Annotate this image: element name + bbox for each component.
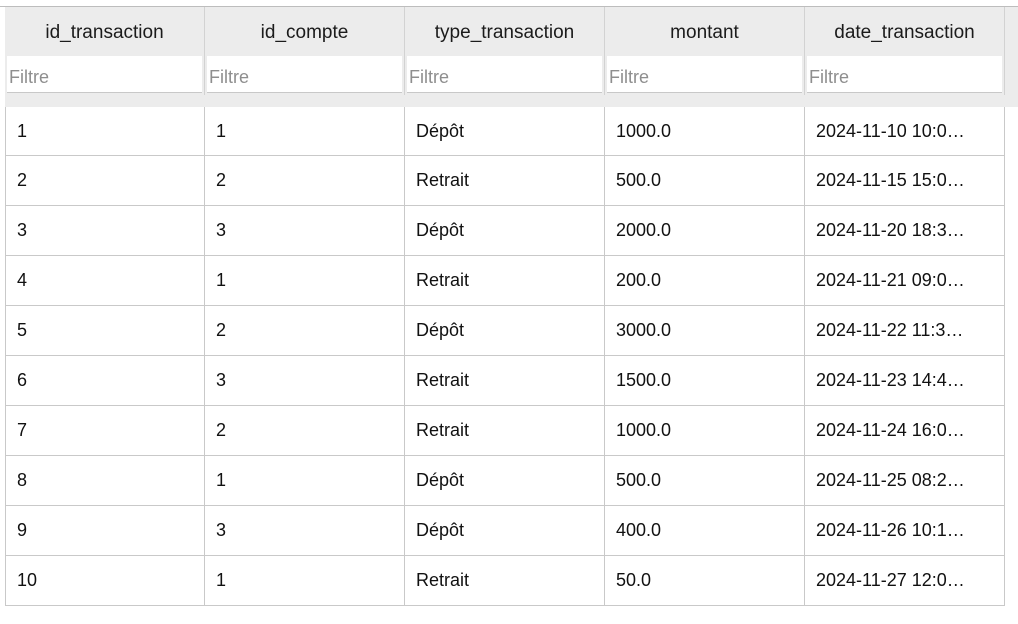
- cell-date-transaction[interactable]: 2024-11-26 10:1…: [805, 506, 1005, 555]
- cell-id-transaction[interactable]: 8: [5, 456, 205, 505]
- cell-id-transaction[interactable]: 1: [5, 107, 205, 155]
- cell-date-transaction[interactable]: 2024-11-23 14:4…: [805, 356, 1005, 405]
- cell-id-compte[interactable]: 3: [205, 356, 405, 405]
- cell-id-transaction[interactable]: 6: [5, 356, 205, 405]
- table-row[interactable]: 5 2 Dépôt 3000.0 2024-11-22 11:3…: [5, 306, 1005, 356]
- cell-montant[interactable]: 1000.0: [605, 107, 805, 155]
- top-divider: [0, 6, 1018, 7]
- table-row[interactable]: 6 3 Retrait 1500.0 2024-11-23 14:4…: [5, 356, 1005, 406]
- cell-id-transaction[interactable]: 9: [5, 506, 205, 555]
- cell-type-transaction[interactable]: Dépôt: [405, 506, 605, 555]
- cell-date-transaction[interactable]: 2024-11-15 15:0…: [805, 156, 1005, 205]
- cell-id-compte[interactable]: 1: [205, 456, 405, 505]
- column-header-date-transaction[interactable]: date_transaction: [805, 7, 1005, 95]
- column-header-montant[interactable]: montant: [605, 7, 805, 95]
- table-header: id_transaction id_compte type_transactio…: [5, 7, 1005, 95]
- cell-id-compte[interactable]: 1: [205, 556, 405, 605]
- table-row[interactable]: 4 1 Retrait 200.0 2024-11-21 09:0…: [5, 256, 1005, 306]
- column-header-id-compte[interactable]: id_compte: [205, 7, 405, 95]
- column-header-label: montant: [670, 22, 739, 43]
- table-row[interactable]: 7 2 Retrait 1000.0 2024-11-24 16:0…: [5, 406, 1005, 456]
- cell-type-transaction[interactable]: Dépôt: [405, 206, 605, 255]
- cell-id-transaction[interactable]: 5: [5, 306, 205, 355]
- table-row[interactable]: 9 3 Dépôt 400.0 2024-11-26 10:1…: [5, 506, 1005, 556]
- cell-type-transaction[interactable]: Retrait: [405, 256, 605, 305]
- cell-type-transaction[interactable]: Retrait: [405, 356, 605, 405]
- cell-id-compte[interactable]: 2: [205, 306, 405, 355]
- cell-type-transaction[interactable]: Dépôt: [405, 456, 605, 505]
- cell-type-transaction[interactable]: Retrait: [405, 406, 605, 455]
- column-header-type-transaction[interactable]: type_transaction: [405, 7, 605, 95]
- filter-input-montant[interactable]: [607, 56, 802, 93]
- table-body: 1 1 Dépôt 1000.0 2024-11-10 10:0… 2 2 Re…: [5, 107, 1005, 606]
- cell-date-transaction[interactable]: 2024-11-27 12:0…: [805, 556, 1005, 605]
- cell-montant[interactable]: 1500.0: [605, 356, 805, 405]
- cell-montant[interactable]: 400.0: [605, 506, 805, 555]
- cell-type-transaction[interactable]: Retrait: [405, 556, 605, 605]
- cell-id-transaction[interactable]: 2: [5, 156, 205, 205]
- cell-montant[interactable]: 50.0: [605, 556, 805, 605]
- cell-montant[interactable]: 1000.0: [605, 406, 805, 455]
- cell-date-transaction[interactable]: 2024-11-22 11:3…: [805, 306, 1005, 355]
- cell-id-compte[interactable]: 2: [205, 406, 405, 455]
- column-header-label: id_transaction: [45, 22, 164, 43]
- cell-id-compte[interactable]: 1: [205, 256, 405, 305]
- table-row[interactable]: 8 1 Dépôt 500.0 2024-11-25 08:2…: [5, 456, 1005, 506]
- cell-type-transaction[interactable]: Dépôt: [405, 107, 605, 155]
- cell-montant[interactable]: 500.0: [605, 456, 805, 505]
- filter-input-type-transaction[interactable]: [407, 56, 602, 93]
- cell-montant[interactable]: 500.0: [605, 156, 805, 205]
- table-row[interactable]: 2 2 Retrait 500.0 2024-11-15 15:0…: [5, 156, 1005, 206]
- cell-date-transaction[interactable]: 2024-11-25 08:2…: [805, 456, 1005, 505]
- column-header-label: date_transaction: [834, 22, 975, 43]
- cell-id-compte[interactable]: 2: [205, 156, 405, 205]
- cell-montant[interactable]: 200.0: [605, 256, 805, 305]
- cell-montant[interactable]: 2000.0: [605, 206, 805, 255]
- table-row[interactable]: 3 3 Dépôt 2000.0 2024-11-20 18:3…: [5, 206, 1005, 256]
- table-row[interactable]: 10 1 Retrait 50.0 2024-11-27 12:0…: [5, 556, 1005, 606]
- table-row[interactable]: 1 1 Dépôt 1000.0 2024-11-10 10:0…: [5, 107, 1005, 156]
- cell-date-transaction[interactable]: 2024-11-20 18:3…: [805, 206, 1005, 255]
- cell-date-transaction[interactable]: 2024-11-21 09:0…: [805, 256, 1005, 305]
- cell-date-transaction[interactable]: 2024-11-24 16:0…: [805, 406, 1005, 455]
- cell-montant[interactable]: 3000.0: [605, 306, 805, 355]
- column-header-id-transaction[interactable]: id_transaction: [5, 7, 205, 95]
- cell-id-transaction[interactable]: 7: [5, 406, 205, 455]
- cell-type-transaction[interactable]: Dépôt: [405, 306, 605, 355]
- cell-date-transaction[interactable]: 2024-11-10 10:0…: [805, 107, 1005, 155]
- cell-id-compte[interactable]: 1: [205, 107, 405, 155]
- cell-id-transaction[interactable]: 4: [5, 256, 205, 305]
- cell-id-compte[interactable]: 3: [205, 506, 405, 555]
- cell-id-compte[interactable]: 3: [205, 206, 405, 255]
- cell-id-transaction[interactable]: 3: [5, 206, 205, 255]
- cell-id-transaction[interactable]: 10: [5, 556, 205, 605]
- column-header-label: id_compte: [260, 22, 349, 43]
- filter-input-id-transaction[interactable]: [7, 56, 202, 93]
- cell-type-transaction[interactable]: Retrait: [405, 156, 605, 205]
- filter-input-id-compte[interactable]: [207, 56, 402, 93]
- column-header-label: type_transaction: [434, 22, 575, 43]
- filter-input-date-transaction[interactable]: [807, 56, 1002, 93]
